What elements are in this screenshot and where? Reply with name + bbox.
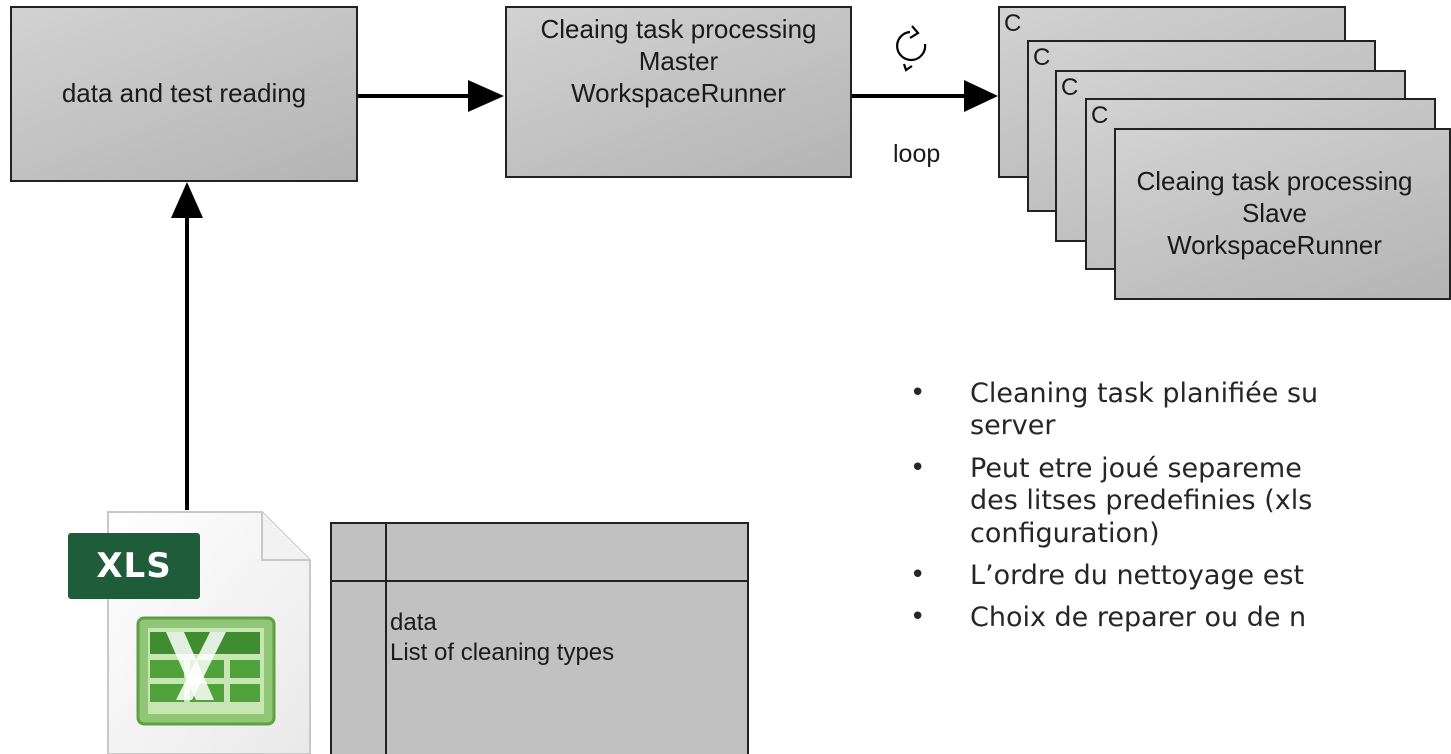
- bullet-dot-icon: •: [910, 559, 926, 590]
- arrow-file-to-reading: [171, 182, 203, 510]
- bullet-dot-icon: •: [910, 452, 926, 483]
- slave-runner-stack-3-label: C: [1061, 74, 1079, 101]
- loop-label: loop: [893, 140, 941, 168]
- slave-runner-stack-1-label: C: [1004, 10, 1022, 37]
- node-data-reading-label: data and test reading: [61, 78, 307, 109]
- node-master-runner: Cleaing task processing Master Workspace…: [505, 6, 852, 178]
- node-master-runner-label: Cleaing task processing Master Workspace…: [540, 14, 817, 108]
- excel-spreadsheet-icon: [136, 616, 276, 726]
- table-content-label: data List of cleaning types: [390, 609, 615, 666]
- bullet-item: • Choix de reparer ou de n: [910, 602, 1307, 634]
- arrow-master-to-slaves: [852, 80, 998, 112]
- bullet-item: • Cleaning task planifiée su server: [910, 378, 1319, 442]
- node-slave-runner-label: Cleaing task processing Slave WorkspaceR…: [1136, 166, 1413, 260]
- slave-runner-stack-4-label: C: [1091, 102, 1109, 129]
- bullet-item: • Peut etre joué separeme des litses pre…: [910, 452, 1313, 549]
- bullet-dot-icon: •: [910, 602, 926, 633]
- data-table-graphic: [330, 522, 749, 754]
- arrow-reading-to-master: [358, 80, 504, 112]
- bullet-item: • L’ordre du nettoyage est: [910, 559, 1304, 591]
- node-slave-runner: Cleaing task processing Slave WorkspaceR…: [1114, 128, 1451, 300]
- loop-icon: [896, 25, 927, 72]
- xls-badge: XLS: [68, 533, 200, 599]
- bullet-dot-icon: •: [910, 378, 926, 408]
- node-data-reading: data and test reading: [10, 6, 358, 182]
- notes-bullet-list: • Cleaning task planifiée su server • Pe…: [910, 378, 1451, 645]
- slave-runner-stack-2-label: C: [1033, 44, 1051, 71]
